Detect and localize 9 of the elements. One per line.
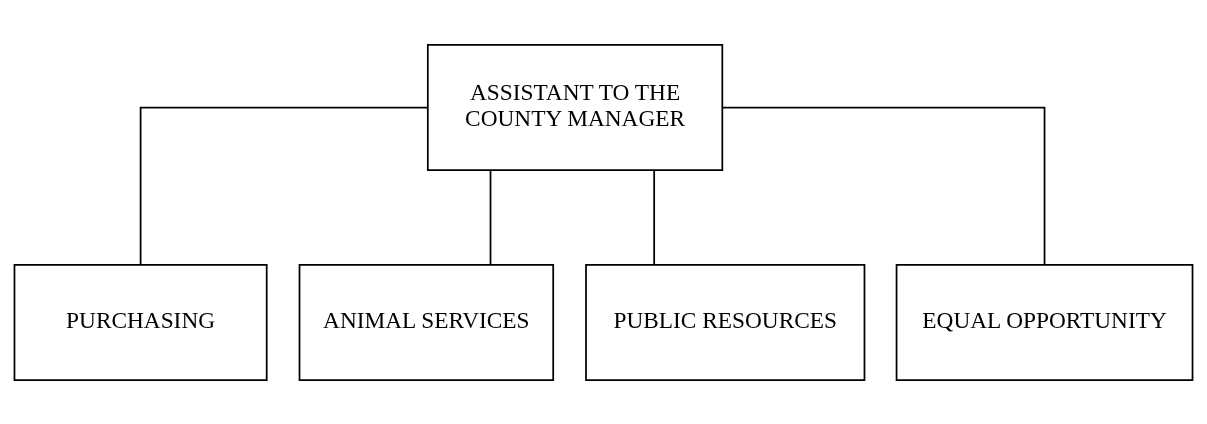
node-box: ANIMAL SERVICES <box>298 263 555 381</box>
node-box: ASSISTANT TO THE COUNTY MANAGER <box>426 43 724 171</box>
node-box: PUBLIC RESOURCES <box>585 263 866 381</box>
connector <box>139 106 429 266</box>
connector <box>653 168 656 265</box>
node-box: EQUAL OPPORTUNITY <box>895 263 1194 381</box>
node-box: PURCHASING <box>13 263 268 381</box>
connector <box>722 106 1046 266</box>
connector <box>489 168 492 265</box>
